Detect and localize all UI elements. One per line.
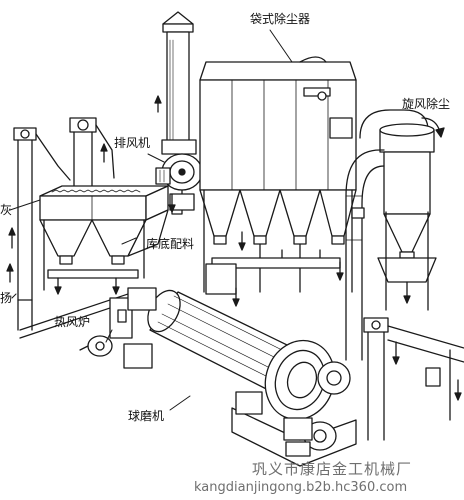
bucket-elevator-right (363, 317, 464, 441)
leader-lines (9, 29, 293, 411)
warehouse-batching-label: 库底配料 (146, 237, 195, 251)
bucket-elevator-left (6, 127, 71, 331)
watermark-company: 巩义市康店金工机械厂 (252, 460, 413, 478)
ball-mill (127, 287, 357, 467)
bag-dust-collector (199, 56, 357, 295)
cyclone-dust-collector (359, 109, 445, 311)
hot-air-furnace-label: 热风炉 (54, 315, 91, 329)
raw-material-bins (19, 185, 169, 339)
ash-label: 灰 (0, 203, 13, 217)
bucket-elevator-middle (69, 117, 115, 191)
lift-label: 扬 (0, 291, 13, 305)
exhaust-fan (155, 153, 203, 215)
bag-dust-collector-label: 袋式除尘器 (250, 12, 311, 26)
exhaust-chimney (154, 11, 197, 155)
exhaust-fan-label: 排风机 (114, 136, 151, 150)
watermark-url: kangdianjingong.b2b.hc360.com (194, 480, 408, 495)
cyclone-dust-collector-label: 旋风除尘 (402, 97, 451, 111)
air-duct (336, 149, 385, 361)
flow-arrows (168, 193, 240, 307)
ball-mill-label: 球磨机 (128, 409, 165, 423)
